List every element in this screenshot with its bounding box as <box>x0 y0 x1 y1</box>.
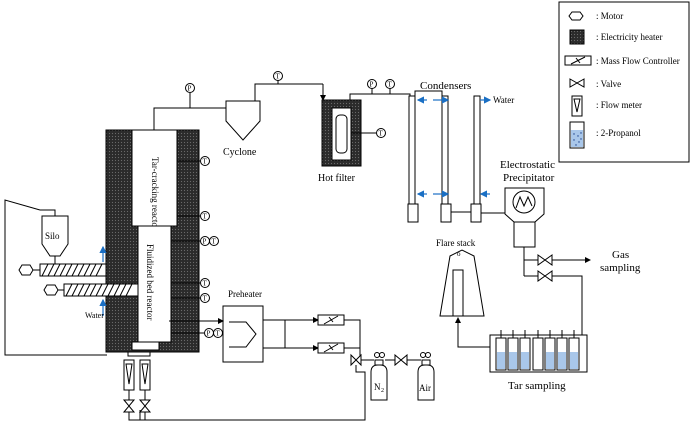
gas-sampling-label-line1: Gas <box>612 249 629 261</box>
pressure-sensor-icon: P <box>204 328 214 338</box>
svg-text:P: P <box>370 81 374 89</box>
temperature-sensor-icon: T <box>209 236 219 246</box>
svg-text:P: P <box>188 85 192 93</box>
heater-icon <box>569 29 585 45</box>
svg-text:P: P <box>207 330 211 338</box>
cyclone-label: Cyclone <box>223 147 257 158</box>
tar-sampling: Tar sampling <box>489 330 588 392</box>
pressure-sensor-icon: P <box>185 83 195 93</box>
flowmeter-icon <box>571 95 583 117</box>
silo-label: Silo <box>45 231 60 241</box>
reactor-sensors <box>171 160 204 334</box>
valve-icon <box>138 399 152 413</box>
motor-icon <box>43 284 59 296</box>
svg-text:T: T <box>216 330 221 338</box>
supply-valves <box>139 353 421 421</box>
water-feed-arrows: Water <box>85 245 107 320</box>
water-feed-label: Water <box>85 311 104 320</box>
upper-screw-feeder <box>18 263 107 277</box>
electrostatic-precipitator: Electrostatic Precipitator <box>500 159 555 277</box>
preheater-label: Preheater <box>228 289 262 299</box>
temperature-sensor-icon: T <box>273 71 283 81</box>
valve-icon <box>350 353 362 367</box>
mfc-icon <box>564 55 592 66</box>
sensor-markers: P T P T T T T P T T T P T <box>185 71 395 338</box>
flowmeter-icon <box>139 359 151 391</box>
temperature-sensor-icon: T <box>200 211 210 221</box>
condensers-label: Condensers <box>420 80 471 92</box>
gas-sampling: Gas sampling <box>537 249 641 346</box>
temperature-sensor-icon: T <box>200 293 210 303</box>
n2-label: N <box>374 382 381 392</box>
svg-text:T: T <box>276 73 281 81</box>
valve-icon <box>394 353 408 367</box>
water-out-label: Water <box>493 95 514 105</box>
hot-filter-label: Hot filter <box>318 173 356 184</box>
air-cylinder: Air <box>417 352 435 401</box>
n2-cylinder: N 2 <box>370 352 388 401</box>
silo-loop-line <box>4 199 107 356</box>
n2-subscript: 2 <box>381 388 384 394</box>
propanol-icon <box>569 121 585 149</box>
esp-label-line1: Electrostatic <box>500 159 555 171</box>
legend-box: : Motor : Electricity heater : Mass Flow… <box>558 1 690 163</box>
temperature-sensor-icon: T <box>200 156 210 166</box>
svg-text:T: T <box>203 280 208 288</box>
legend-propanol: : 2-Propanol <box>596 128 641 138</box>
silo: Silo <box>41 215 69 264</box>
flowmeter-icon <box>123 359 135 391</box>
pressure-sensor-icon: P <box>200 236 210 246</box>
fluidized-bed-reactor-label: Fluidized bed reactor <box>145 244 155 320</box>
mfc-lines <box>263 314 361 360</box>
temperature-sensor-icon: T <box>213 328 223 338</box>
flare-stack: Flare stack o <box>436 238 490 348</box>
temperature-sensor-icon: T <box>385 79 395 89</box>
valve-icon <box>537 254 553 266</box>
mfc-icon <box>317 342 345 354</box>
motor-icon <box>18 264 34 276</box>
mfc-icon <box>317 314 345 326</box>
gas-sampling-label-line2: sampling <box>600 262 641 274</box>
valve-icon <box>537 270 553 282</box>
legend-motor: : Motor <box>596 11 623 21</box>
flare-stack-label: Flare stack <box>436 238 476 248</box>
esp-label-line2: Precipitator <box>503 172 555 184</box>
temperature-sensor-icon: T <box>376 128 386 138</box>
svg-text:T: T <box>379 130 384 138</box>
legend-valve: : Valve <box>596 79 621 89</box>
hot-filter: Hot filter <box>318 88 411 184</box>
motor-icon <box>568 11 584 21</box>
temperature-sensor-icon: T <box>200 278 210 288</box>
svg-text:T: T <box>388 81 393 89</box>
bottom-flowmeters <box>122 352 152 421</box>
flare-tip-icon: o <box>457 250 461 258</box>
legend-mfc: : Mass Flow Controller <box>596 56 680 66</box>
svg-text:T: T <box>203 295 208 303</box>
valve-icon <box>569 78 585 88</box>
svg-text:T: T <box>203 158 208 166</box>
svg-text:T: T <box>203 213 208 221</box>
cyclone: Cyclone <box>223 100 261 158</box>
preheater: Preheater <box>169 289 264 363</box>
tar-sampling-label: Tar sampling <box>508 380 566 392</box>
legend-flowmeter: : Flow meter <box>596 100 642 110</box>
lower-screw-feeder <box>43 283 139 297</box>
tar-cracking-reactor-label: Tar-cracking reactor <box>150 157 160 230</box>
pressure-sensor-icon: P <box>367 79 377 89</box>
condensers: Condensers Water <box>407 80 514 223</box>
legend-heater: : Electricity heater <box>596 32 662 42</box>
valve-icon <box>122 399 136 413</box>
svg-text:P: P <box>203 238 207 246</box>
air-label: Air <box>419 383 431 393</box>
top-gas-piping <box>153 80 326 130</box>
svg-text:T: T <box>212 238 217 246</box>
